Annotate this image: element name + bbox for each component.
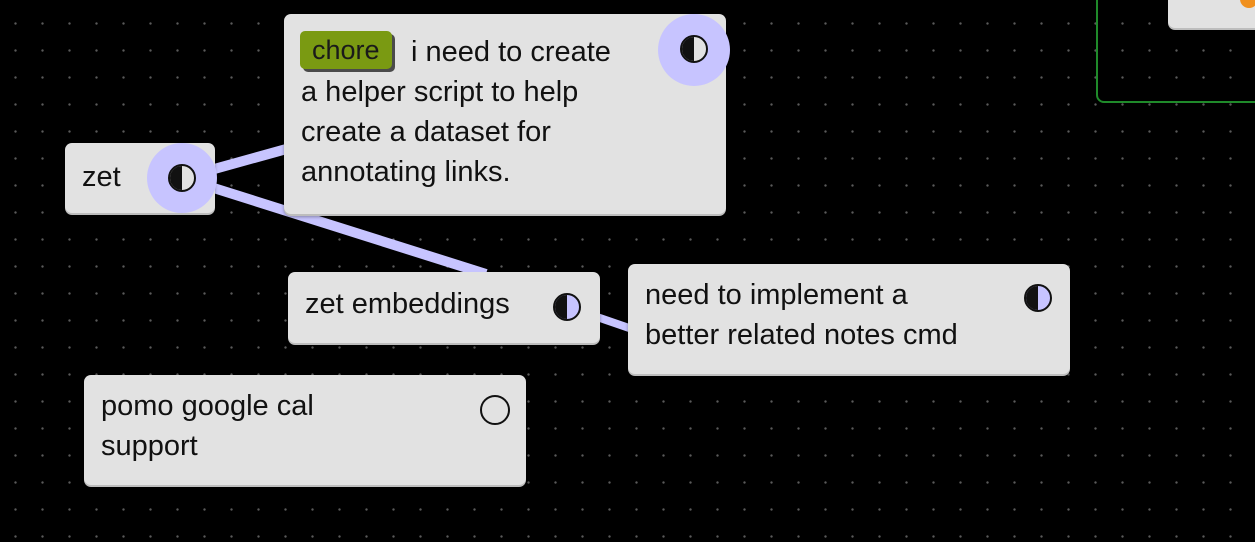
- half-circle-icon[interactable]: [553, 293, 581, 321]
- node-pomo[interactable]: pomo google cal support: [84, 375, 526, 485]
- half-circle-icon[interactable]: [1024, 284, 1052, 312]
- half-circle-icon[interactable]: [168, 164, 196, 192]
- node-helper-script-text: i need to create a helper script to help…: [301, 36, 611, 188]
- group-frame[interactable]: [1096, 0, 1255, 103]
- node-related-notes[interactable]: need to implement a better related notes…: [628, 264, 1070, 374]
- node-related-notes-text: need to implement a better related notes…: [645, 279, 958, 351]
- node-pomo-text: pomo google cal support: [101, 390, 314, 462]
- half-circle-icon[interactable]: [680, 35, 708, 63]
- node-zet-text: zet: [82, 161, 121, 193]
- tag-chore-label[interactable]: chore: [300, 31, 392, 69]
- status-dot-icon: [1240, 0, 1255, 8]
- node-zet-embeddings-text: zet embeddings: [305, 288, 510, 320]
- group-card[interactable]: [1168, 0, 1255, 28]
- node-zet-embeddings[interactable]: zet embeddings: [288, 272, 600, 343]
- edge-zet-to-zet-embeddings: [180, 173, 488, 279]
- empty-circle-icon[interactable]: [480, 395, 510, 425]
